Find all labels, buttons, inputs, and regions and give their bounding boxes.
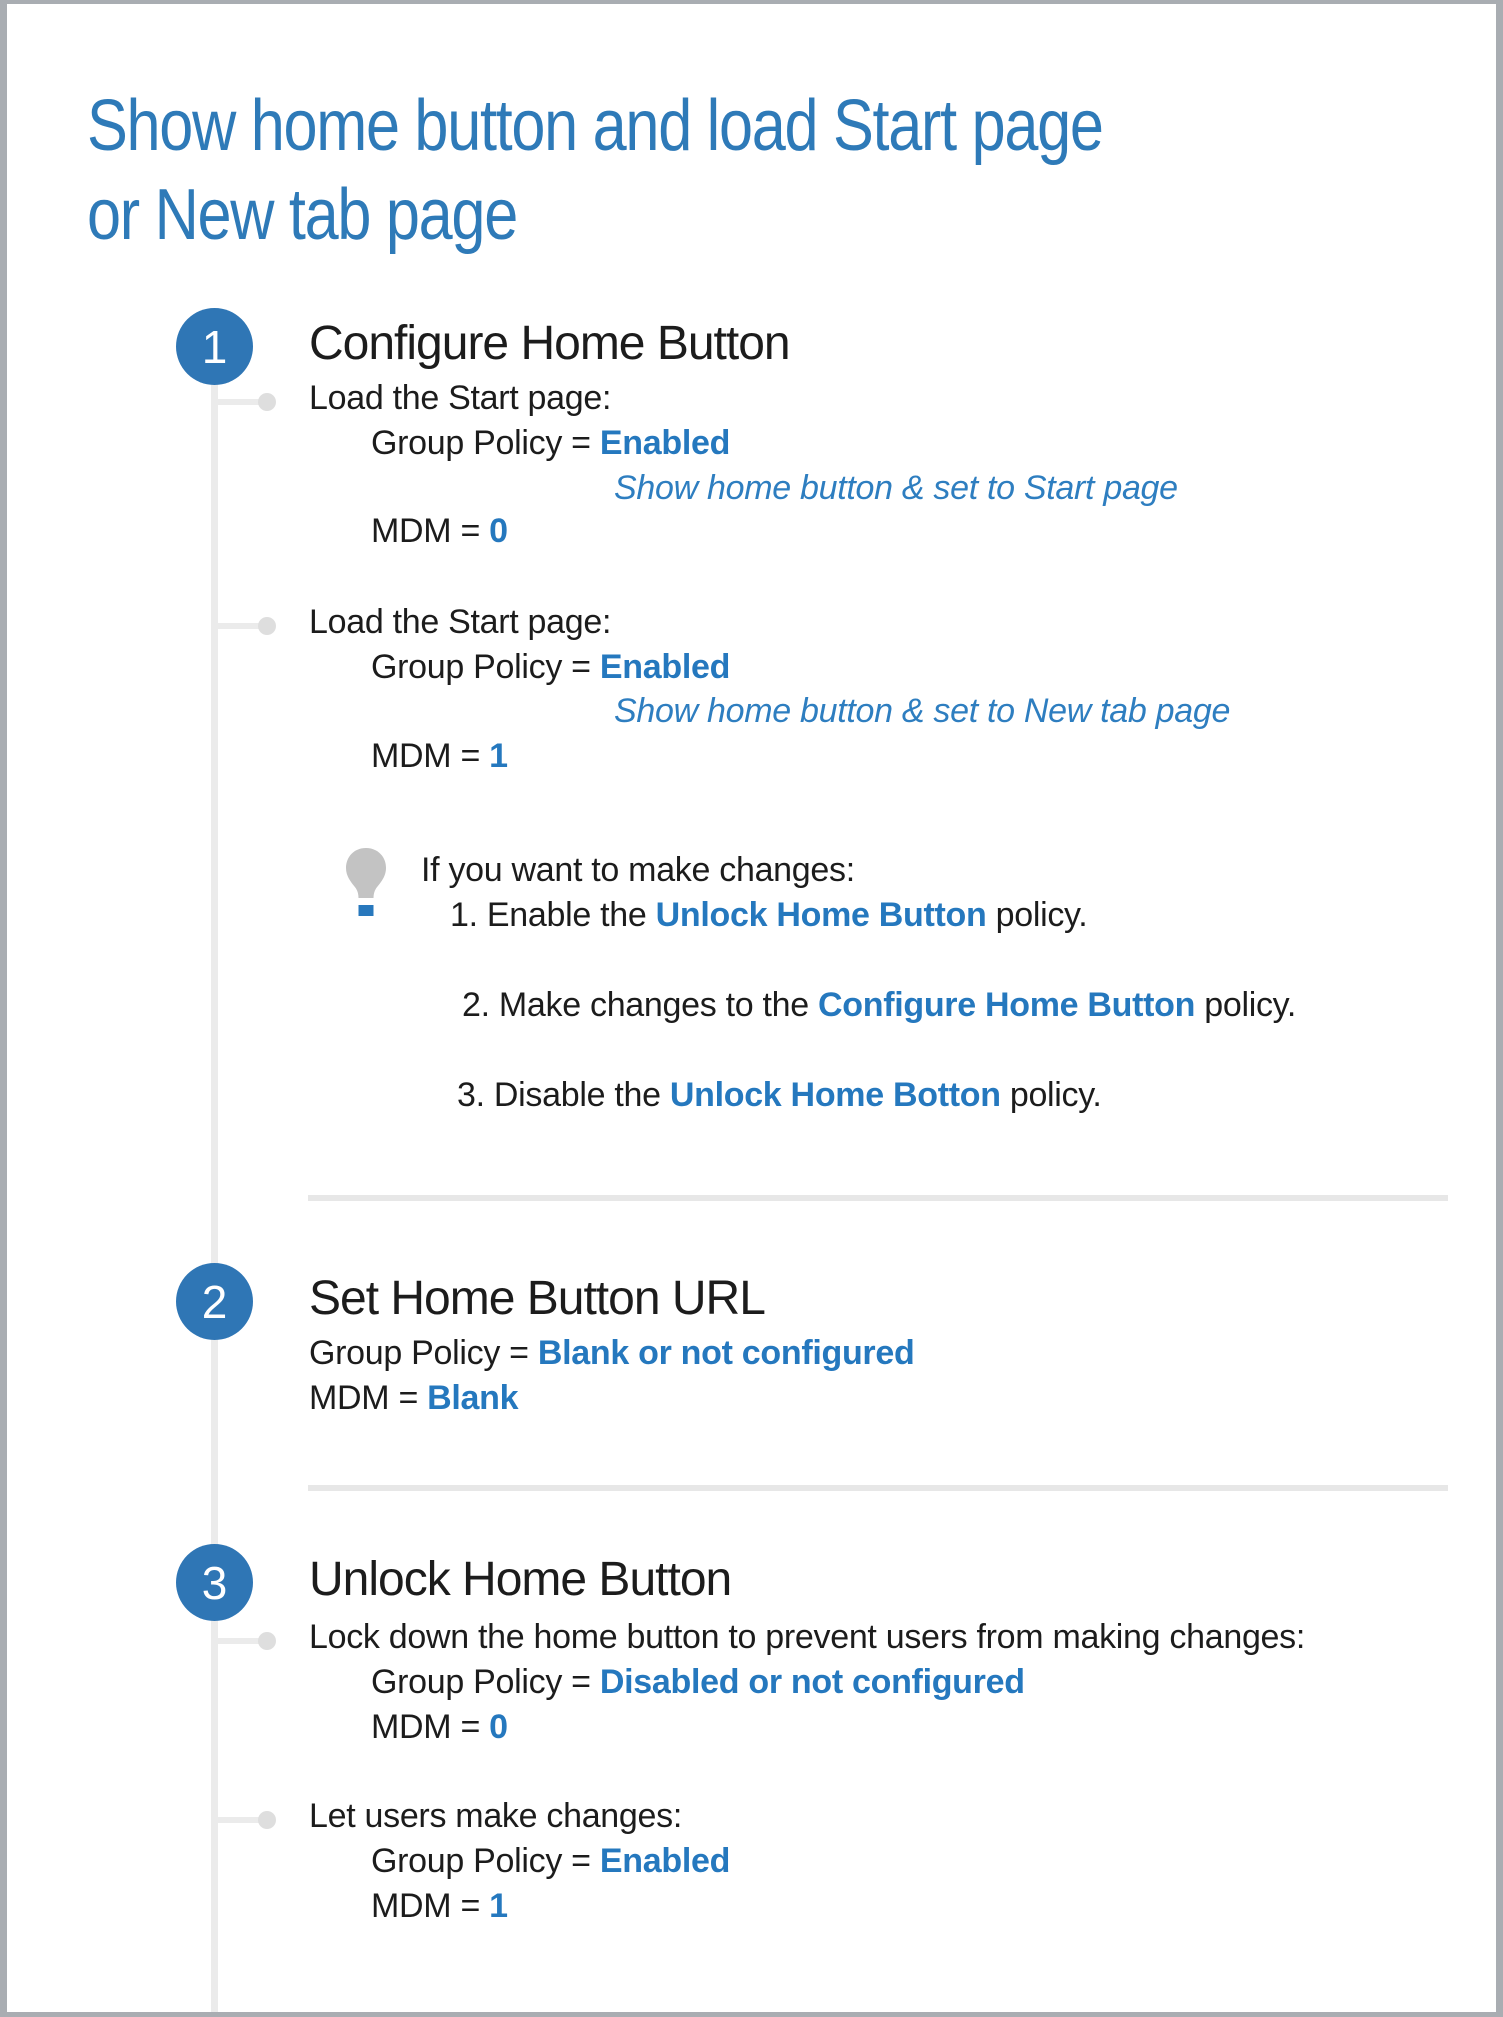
- mdm-value: Blank: [427, 1379, 519, 1417]
- tip-intro: If you want to make changes:: [421, 851, 855, 889]
- timeline-dot: [258, 617, 276, 635]
- tip-step-1-policy: Unlock Home Button: [655, 896, 987, 934]
- group-policy-value: Enabled: [599, 648, 731, 686]
- step-2-number: 2: [201, 1275, 228, 1328]
- tip-step-1-pre: 1. Enable the: [450, 896, 656, 934]
- group-policy-label: Group Policy =: [371, 424, 600, 462]
- step-1-item-2-lead: Load the Start page:: [309, 603, 612, 641]
- mdm-value: 0: [489, 512, 508, 550]
- tip-step-2-post: policy.: [1195, 986, 1297, 1024]
- timeline-connector: [214, 1632, 276, 1650]
- group-policy-label: Group Policy =: [371, 1842, 600, 1880]
- step-1-number: 1: [201, 320, 228, 373]
- section-divider: [308, 1195, 1448, 1201]
- step-1-item-2-mdm: MDM = 1: [371, 739, 508, 773]
- timeline-dot: [258, 393, 276, 411]
- lightbulb-icon: [344, 848, 388, 918]
- tip-step-3-post: policy.: [1000, 1076, 1102, 1114]
- mdm-value: 0: [489, 1708, 508, 1746]
- mdm-label: MDM =: [371, 512, 490, 550]
- mdm-label: MDM =: [309, 1379, 428, 1417]
- step-3-number: 3: [201, 1556, 228, 1609]
- tip-step-2-policy: Configure Home Button: [818, 986, 1196, 1024]
- step-3-item-1-mdm: MDM = 0: [371, 1710, 508, 1744]
- timeline-dot: [258, 1811, 276, 1829]
- step-1-item-1-group-policy: Group Policy = Enabled: [371, 426, 730, 460]
- section-divider: [308, 1485, 1448, 1491]
- page-title: Show home button and load Start page or …: [87, 82, 1104, 261]
- step-3-item-1-group-policy: Group Policy = Disabled or not configure…: [371, 1665, 1025, 1699]
- step-3-item-2-mdm: MDM = 1: [371, 1889, 508, 1923]
- tip-step-1-post: policy.: [986, 896, 1088, 934]
- mdm-label: MDM =: [371, 1708, 490, 1746]
- group-policy-value: Enabled: [599, 424, 731, 462]
- timeline-line: [211, 346, 218, 2012]
- step-1-heading: Configure Home Button: [309, 317, 791, 370]
- step-1-item-2-annotation: Show home button & set to New tab page: [614, 692, 1231, 730]
- tip-step-2: 2. Make changes to the Configure Home Bu…: [462, 988, 1296, 1022]
- tip-step-3-pre: 3. Disable the: [457, 1076, 670, 1114]
- step-1-item-1-annotation: Show home button & set to Start page: [614, 469, 1178, 507]
- step-2-number-badge: 2: [176, 1263, 253, 1340]
- mdm-value: 1: [489, 737, 508, 775]
- timeline-connector: [214, 1811, 276, 1829]
- mdm-value: 1: [489, 1887, 508, 1925]
- step-2-group-policy: Group Policy = Blank or not configured: [309, 1334, 915, 1372]
- tip-step-3-policy: Unlock Home Botton: [669, 1076, 1001, 1114]
- timeline-connector: [214, 393, 276, 411]
- tip-step-2-pre: 2. Make changes to the: [462, 986, 818, 1024]
- mdm-label: MDM =: [371, 737, 490, 775]
- step-2-heading: Set Home Button URL: [309, 1272, 766, 1325]
- step-1-item-2-group-policy: Group Policy = Enabled: [371, 650, 730, 684]
- page-title-line-1: Show home button and load Start page: [87, 86, 1104, 166]
- group-policy-value: Enabled: [599, 1842, 731, 1880]
- group-policy-label: Group Policy =: [309, 1334, 538, 1372]
- group-policy-value: Disabled or not configured: [599, 1663, 1025, 1701]
- step-1-item-1-mdm: MDM = 0: [371, 514, 508, 548]
- group-policy-value: Blank or not configured: [537, 1334, 915, 1372]
- step-1-item-1-lead: Load the Start page:: [309, 379, 612, 417]
- group-policy-label: Group Policy =: [371, 1663, 600, 1701]
- step-3-number-badge: 3: [176, 1544, 253, 1621]
- step-3-item-2-lead: Let users make changes:: [309, 1797, 682, 1835]
- timeline-dot: [258, 1632, 276, 1650]
- timeline-connector: [214, 617, 276, 635]
- step-3-item-1-lead: Lock down the home button to prevent use…: [309, 1618, 1306, 1656]
- tip-step-3: 3. Disable the Unlock Home Botton policy…: [457, 1078, 1102, 1112]
- step-3-heading: Unlock Home Button: [309, 1553, 732, 1606]
- step-1-number-badge: 1: [176, 308, 253, 385]
- group-policy-label: Group Policy =: [371, 648, 600, 686]
- step-2-mdm: MDM = Blank: [309, 1379, 519, 1417]
- mdm-label: MDM =: [371, 1887, 490, 1925]
- page-title-line-2: or New tab page: [87, 175, 518, 256]
- tip-step-1: 1. Enable the Unlock Home Button policy.: [450, 896, 1088, 934]
- step-3-item-2-group-policy: Group Policy = Enabled: [371, 1844, 730, 1878]
